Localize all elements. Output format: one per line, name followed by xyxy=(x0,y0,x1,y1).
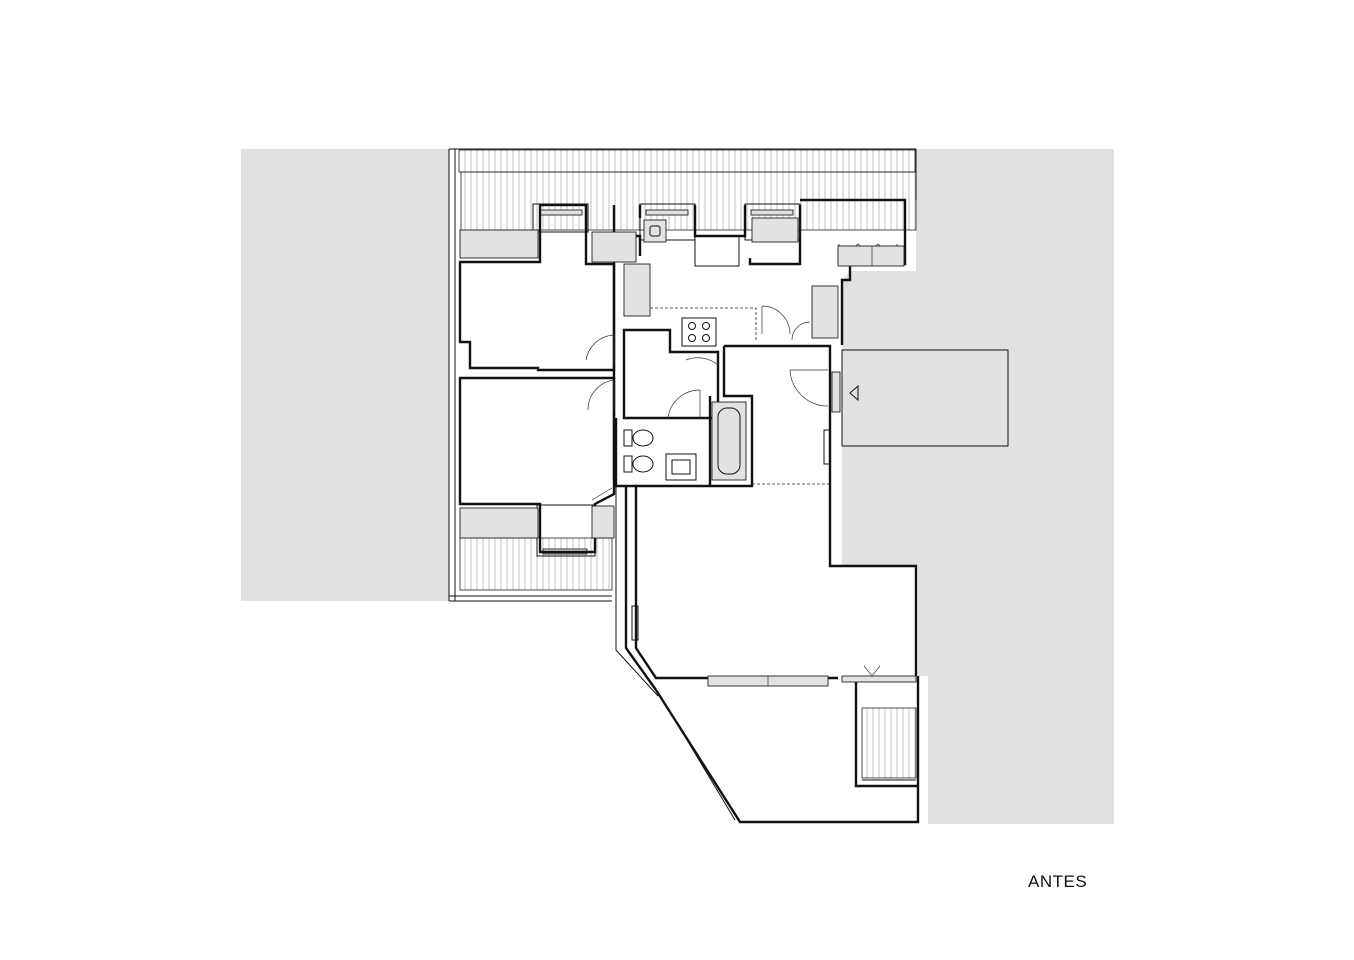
bathroom xyxy=(623,401,830,485)
neighbor-right xyxy=(842,149,1114,824)
entry-porch xyxy=(823,349,1009,465)
neighbor-left xyxy=(241,149,449,601)
entry-arrow-icon xyxy=(849,384,859,402)
eave-top xyxy=(458,149,916,173)
bedroom-furniture xyxy=(459,229,637,539)
dormers xyxy=(532,203,801,557)
bathtub-icon xyxy=(717,407,741,475)
eave-right-terrace xyxy=(861,707,917,779)
cooktop-icon xyxy=(688,322,710,342)
living-windows xyxy=(631,605,917,687)
toilet-icon xyxy=(623,429,654,447)
kitchen xyxy=(623,217,905,347)
sink-icon xyxy=(649,225,661,237)
bidet-icon xyxy=(623,455,654,473)
walls xyxy=(458,198,920,824)
doors xyxy=(585,243,899,677)
neighbor-buildings xyxy=(241,149,1114,824)
eave-bottom-left xyxy=(459,537,613,591)
plan-caption: ANTES xyxy=(1028,872,1088,891)
